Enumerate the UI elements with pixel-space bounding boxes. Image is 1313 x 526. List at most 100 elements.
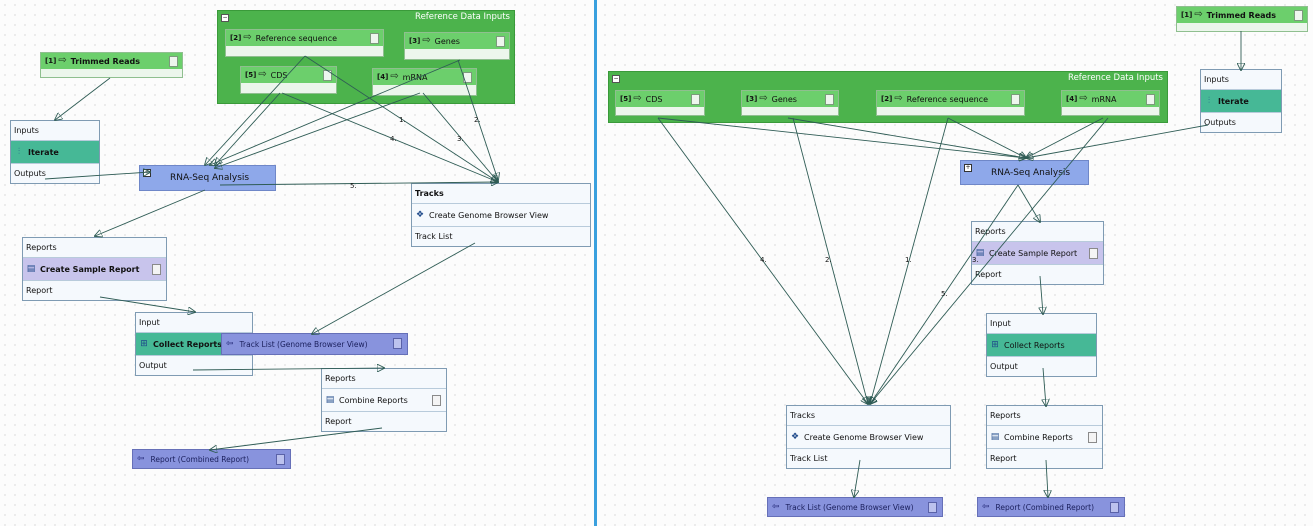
document-icon[interactable] — [463, 72, 472, 83]
input-genes[interactable]: [3] ⇨ Genes — [741, 90, 839, 116]
edge-label-5: 5. — [941, 290, 948, 298]
right-arrow-icon: ⇨ — [1079, 93, 1088, 104]
edge-label-2: 2. — [825, 256, 832, 264]
document-icon[interactable] — [169, 56, 178, 67]
input-label: Genes — [771, 94, 797, 104]
document-icon[interactable] — [1089, 247, 1098, 259]
document-icon[interactable] — [393, 338, 402, 349]
input-cds[interactable]: [5] ⇨ CDS — [615, 90, 705, 116]
input-index: [2] — [230, 34, 242, 42]
input-index: [4] — [377, 73, 389, 81]
combine-report-footer: Report — [325, 417, 352, 426]
document-icon[interactable] — [1146, 94, 1155, 105]
collapse-icon[interactable]: − — [612, 75, 620, 83]
document-icon[interactable] — [825, 94, 834, 105]
input-reference-sequence[interactable]: [2] ⇨ Reference sequence — [225, 29, 384, 57]
input-cds[interactable]: [5] ⇨ CDS — [240, 66, 337, 94]
create-sample-report-node[interactable]: Reports ▤ Create Sample Report Report — [22, 237, 167, 301]
tracks-header: Tracks — [412, 184, 590, 204]
edge-tracks-tracklist — [312, 242, 476, 334]
collect-output-label: Output — [139, 361, 167, 370]
output-track-list[interactable]: ⇦ Track List (Genome Browser View) — [221, 333, 408, 355]
input-index: [2] — [881, 95, 893, 103]
collect-output-label: Output — [990, 362, 1018, 371]
collapse-icon[interactable]: − — [221, 14, 229, 22]
edge-genes-tracks — [792, 117, 868, 404]
expand-icon[interactable]: + — [143, 169, 151, 177]
document-icon[interactable] — [1294, 10, 1303, 21]
create-genome-browser-view-node[interactable]: Tracks ❖ Create Genome Browser View Trac… — [411, 183, 591, 247]
collect-reports-node[interactable]: Input ⊞ Collect Reports Output — [986, 313, 1097, 377]
right-workflow-canvas[interactable]: 1. 2. 3. 4. 5. [1] ⇨ Trimmed Reads − Ref… — [598, 0, 1313, 526]
document-icon[interactable] — [370, 33, 379, 44]
input-label: Reference sequence — [906, 94, 989, 104]
document-icon[interactable] — [928, 502, 937, 513]
document-icon[interactable] — [276, 454, 285, 465]
report-icon: ▤ — [990, 432, 1000, 442]
input-mrna[interactable]: [4] ⇨ mRNA — [1061, 90, 1160, 116]
output-track-list[interactable]: ⇦ Track List (Genome Browser View) — [767, 497, 943, 517]
rna-seq-label: RNA-Seq Analysis — [991, 167, 1071, 178]
right-arrow-icon: ⇨ — [390, 71, 399, 82]
iterate-icon: ⫶ — [1207, 96, 1211, 106]
document-icon[interactable] — [496, 36, 505, 47]
rna-seq-analysis-node[interactable]: + RNA-Seq Analysis — [960, 160, 1089, 185]
iterate-icon: ⫶ — [17, 147, 21, 157]
report-footer: Report — [975, 270, 1002, 279]
input-reference-sequence[interactable]: [2] ⇨ Reference sequence — [876, 90, 1025, 116]
collect-icon: ⊞ — [140, 339, 148, 349]
expand-icon[interactable]: + — [964, 164, 972, 172]
input-trimmed-reads[interactable]: [1] ⇨ Trimmed Reads — [1176, 6, 1308, 32]
edge-genes-rnaseq — [787, 117, 1026, 158]
input-label: Trimmed Reads — [1206, 10, 1277, 20]
input-index: [3] — [409, 37, 421, 45]
output-report[interactable]: ⇦ Report (Combined Report) — [132, 449, 291, 469]
iterate-inputs-label: Inputs — [11, 121, 99, 141]
input-label: CDS — [645, 94, 663, 104]
edge-label-1: 1. — [399, 116, 406, 124]
edge-cds-tracks — [281, 92, 498, 182]
iterate-node[interactable]: Inputs ⫶ Iterate Outputs — [10, 120, 100, 184]
iterate-outputs-label: Outputs — [14, 169, 46, 178]
rna-seq-label: RNA-Seq Analysis — [170, 173, 250, 183]
iterate-node[interactable]: Inputs ⫶ Iterate Outputs — [1200, 69, 1282, 133]
document-icon[interactable] — [152, 263, 161, 275]
create-genome-browser-label: Create Genome Browser View — [804, 432, 924, 442]
input-label: Trimmed Reads — [70, 56, 141, 66]
input-trimmed-reads[interactable]: [1] ⇨ Trimmed Reads — [40, 52, 183, 78]
create-sample-report-node[interactable]: Reports ▤ Create Sample Report Report — [971, 221, 1104, 285]
combine-reports-node[interactable]: Reports ▤ Combine Reports Report — [986, 405, 1103, 469]
rna-seq-analysis-node[interactable]: + RNA-Seq Analysis — [139, 165, 276, 191]
iterate-inputs-label: Inputs — [1201, 70, 1281, 90]
input-genes[interactable]: [3] ⇨ Genes — [404, 32, 510, 60]
document-icon[interactable] — [432, 394, 441, 406]
combine-reports-node[interactable]: Reports ▤ Combine Reports Report — [321, 368, 447, 432]
document-icon[interactable] — [1088, 431, 1097, 443]
right-arrow-icon: ⇨ — [243, 32, 252, 43]
document-icon[interactable] — [323, 70, 332, 81]
document-icon[interactable] — [1011, 94, 1020, 105]
create-genome-browser-view-node[interactable]: Tracks ❖ Create Genome Browser View Trac… — [786, 405, 951, 469]
output-report[interactable]: ⇦ Report (Combined Report) — [977, 497, 1125, 517]
panel-divider[interactable] — [594, 0, 597, 526]
iterate-label: Iterate — [1218, 96, 1249, 106]
left-arrow-icon: ⇦ — [982, 502, 990, 512]
document-icon[interactable] — [691, 94, 700, 105]
input-index: [5] — [245, 71, 257, 79]
track-list-label: Track List — [790, 454, 828, 463]
left-arrow-icon: ⇦ — [137, 454, 145, 464]
reports-header: Reports — [23, 238, 166, 258]
left-workflow-canvas[interactable]: 1. 2. 3. 4. 5. − Reference Data Inputs [… — [0, 0, 594, 526]
create-sample-report-label: Create Sample Report — [989, 248, 1078, 258]
edge-cds-tracks — [657, 117, 868, 404]
report-footer: Report — [26, 286, 53, 295]
report-icon: ▤ — [325, 395, 335, 405]
input-index: [3] — [746, 95, 758, 103]
edge-label-4: 4. — [390, 135, 397, 143]
document-icon[interactable] — [1110, 502, 1119, 513]
iterate-label: Iterate — [28, 147, 59, 157]
input-mrna[interactable]: [4] ⇨ mRNA — [372, 68, 477, 96]
edge-mrna-rnaseq — [215, 92, 421, 168]
edge-label-5: 5. — [350, 182, 357, 190]
report-icon: ▤ — [26, 264, 36, 274]
